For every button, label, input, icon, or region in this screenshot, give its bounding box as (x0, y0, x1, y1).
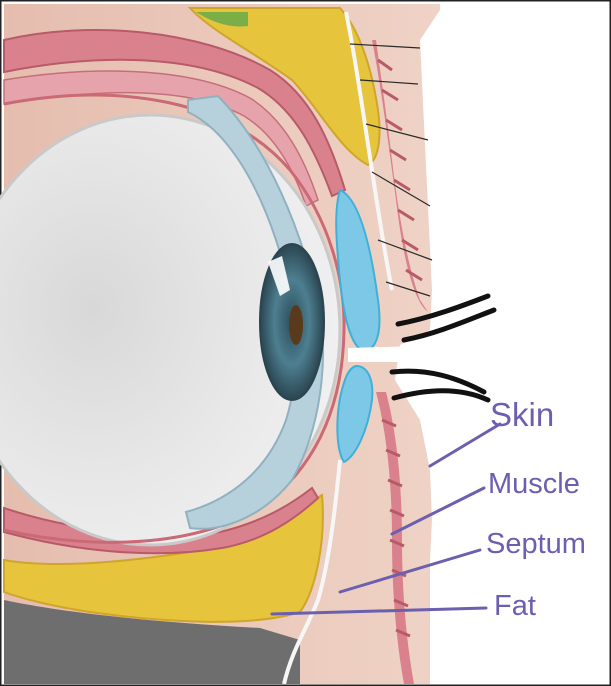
label-septum: Septum (486, 530, 586, 559)
label-muscle: Muscle (488, 470, 580, 499)
label-skin: Skin (490, 398, 554, 431)
label-fat: Fat (494, 592, 536, 621)
pupil (289, 305, 303, 345)
palpebral-fissure (348, 346, 420, 362)
